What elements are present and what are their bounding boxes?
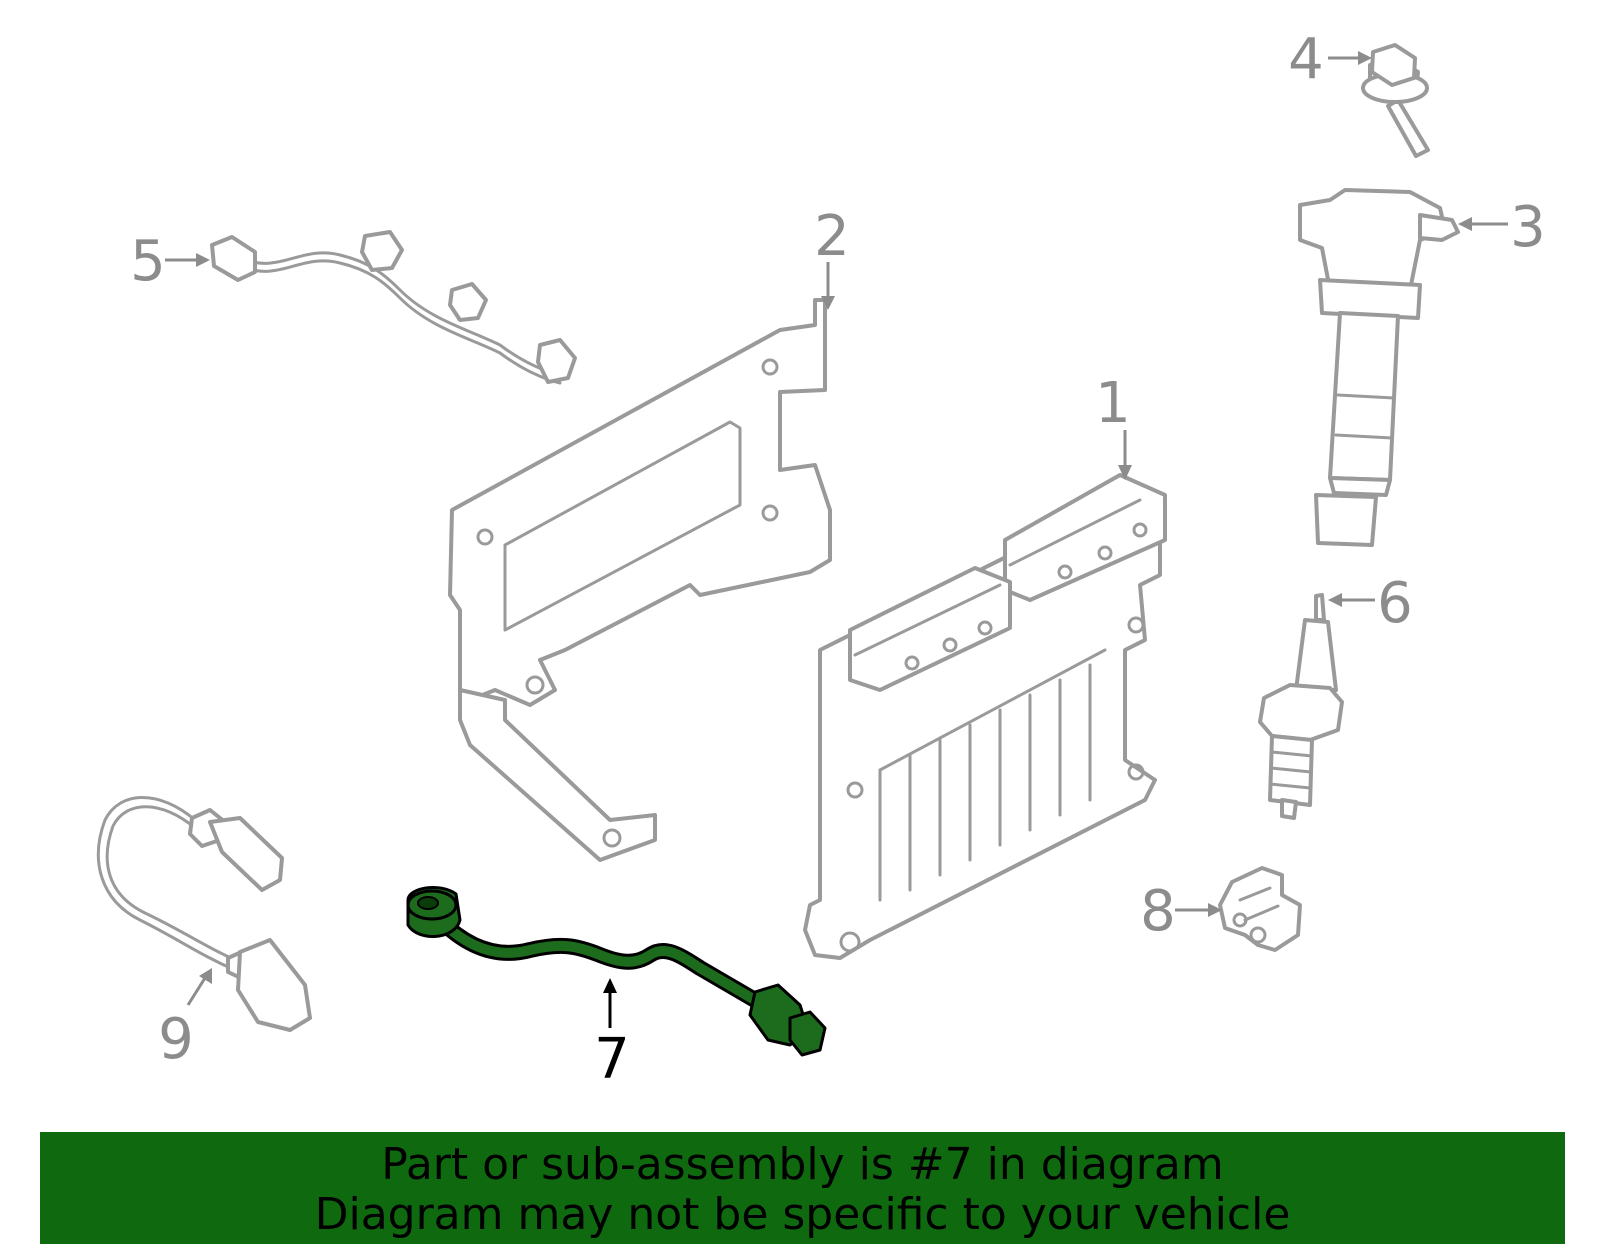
svg-text:6: 6: [1377, 571, 1413, 636]
banner-line-1: Part or sub-assembly is #7 in diagram: [381, 1139, 1224, 1190]
svg-text:7: 7: [594, 1027, 630, 1092]
part-5-wiring-harness[interactable]: [210, 230, 577, 385]
svg-text:5: 5: [130, 229, 166, 294]
info-banner: Part or sub-assembly is #7 in diagram Di…: [40, 1132, 1565, 1244]
part-3-ignition-coil[interactable]: [1298, 188, 1460, 547]
svg-text:4: 4: [1288, 27, 1324, 92]
callout-5: 5: [130, 229, 210, 294]
banner-line-2: Diagram may not be specific to your vehi…: [314, 1189, 1291, 1240]
svg-text:2: 2: [814, 204, 850, 269]
callout-6: 6: [1328, 571, 1413, 636]
svg-text:8: 8: [1140, 879, 1176, 944]
part-8-sensor[interactable]: [1218, 866, 1302, 952]
svg-text:3: 3: [1510, 195, 1546, 260]
part-4-bolt[interactable]: [1361, 43, 1430, 158]
callout-1: 1: [1095, 371, 1132, 480]
part-7-knock-sensor[interactable]: [406, 886, 827, 1057]
callout-8: 8: [1140, 879, 1222, 944]
part-1-ecu[interactable]: [803, 473, 1167, 960]
callout-3: 3: [1458, 195, 1546, 260]
part-2-bracket[interactable]: [448, 298, 832, 862]
part-9-oxygen-sensor[interactable]: [97, 796, 312, 1032]
callout-4: 4: [1288, 27, 1372, 92]
svg-text:1: 1: [1095, 371, 1131, 436]
callout-7: 7: [594, 978, 630, 1092]
part-6-spark-plug[interactable]: [1258, 593, 1344, 820]
callout-9: 9: [158, 968, 212, 1072]
svg-text:9: 9: [158, 1007, 194, 1072]
callout-2: 2: [814, 204, 850, 310]
